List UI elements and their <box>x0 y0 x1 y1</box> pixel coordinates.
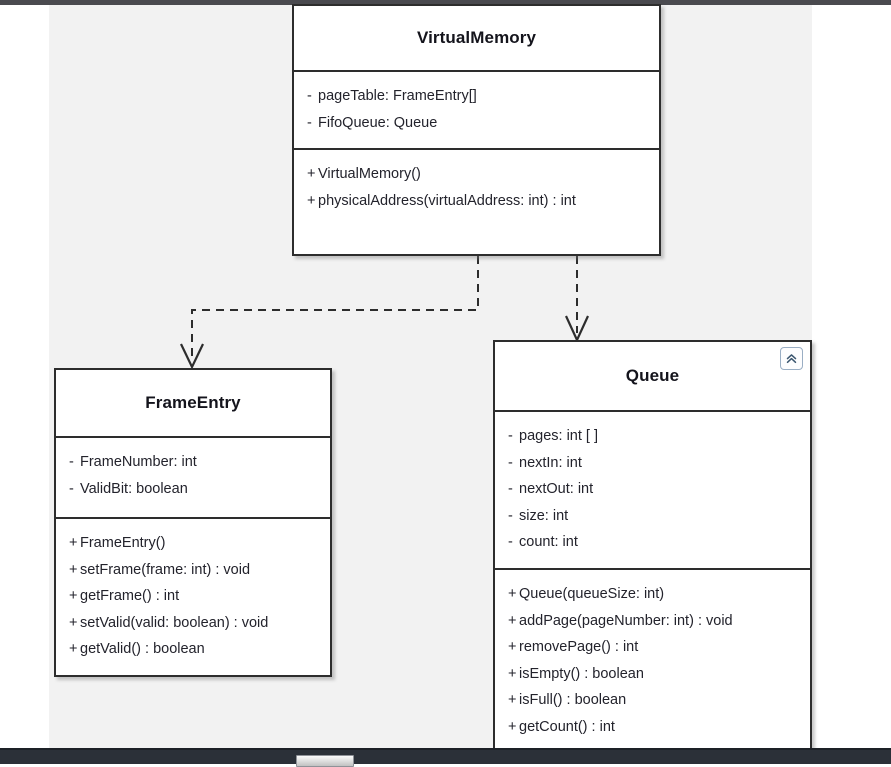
operation-text: addPage(pageNumber: int) : void <box>519 612 733 629</box>
class-box-queue[interactable]: Queue -pages: int [ ] -nextIn: int -next… <box>493 340 812 750</box>
visibility-marker: + <box>508 612 517 629</box>
visibility-marker: + <box>508 718 517 735</box>
attribute-row: -ValidBit: boolean <box>56 476 330 503</box>
visibility-marker: + <box>508 639 517 655</box>
operation-text: VirtualMemory() <box>318 166 421 182</box>
operations-compartment-virtualmemory: +VirtualMemory() +physicalAddress(virtua… <box>294 150 659 222</box>
attribute-text: FifoQueue: Queue <box>318 114 438 131</box>
operation-text: getValid() : boolean <box>80 641 205 657</box>
attribute-text: count: int <box>519 534 578 550</box>
operation-row: +getCount() : int <box>495 714 810 741</box>
operation-row: +addPage(pageNumber: int) : void <box>495 608 810 635</box>
visibility-marker: + <box>508 692 517 708</box>
attribute-text: nextIn: int <box>519 454 582 471</box>
operation-row: +isFull() : boolean <box>495 687 810 714</box>
visibility-marker: - <box>307 114 312 131</box>
attributes-compartment-queue: -pages: int [ ] -nextIn: int -nextOut: i… <box>495 412 810 570</box>
operation-row: +getValid() : boolean <box>56 636 330 663</box>
operation-row: +setValid(valid: boolean) : void <box>56 610 330 637</box>
class-header-virtualmemory: VirtualMemory <box>294 6 659 72</box>
operation-text: removePage() : int <box>519 639 639 655</box>
attributes-compartment-virtualmemory: -pageTable: FrameEntry[] -FifoQueue: Que… <box>294 72 659 150</box>
class-name-frameentry: FrameEntry <box>145 393 241 412</box>
operations-compartment-queue: +Queue(queueSize: int) +addPage(pageNumb… <box>495 570 810 748</box>
attribute-row: -pages: int [ ] <box>495 423 810 450</box>
operation-row: +removePage() : int <box>495 634 810 661</box>
operation-text: setFrame(frame: int) : void <box>80 561 251 578</box>
operation-text: isFull() : boolean <box>519 692 627 708</box>
operation-row: +isEmpty() : boolean <box>495 661 810 688</box>
visibility-marker: - <box>307 88 312 104</box>
operations-compartment-frameentry: +FrameEntry() +setFrame(frame: int) : vo… <box>56 519 330 671</box>
class-header-frameentry: FrameEntry <box>56 370 330 438</box>
operation-row: +physicalAddress(virtualAddress: int) : … <box>294 188 659 215</box>
window-top-border <box>0 0 891 5</box>
attribute-row: -nextIn: int <box>495 450 810 477</box>
visibility-marker: + <box>307 166 316 182</box>
visibility-marker: - <box>508 454 513 471</box>
operation-text: getCount() : int <box>519 718 615 735</box>
operation-text: isEmpty() : boolean <box>519 665 644 682</box>
attribute-row: -nextOut: int <box>495 476 810 503</box>
operation-text: FrameEntry() <box>80 535 166 551</box>
visibility-marker: + <box>69 535 78 551</box>
visibility-marker: + <box>307 192 316 209</box>
visibility-marker: - <box>69 480 74 497</box>
visibility-marker: - <box>508 428 513 444</box>
visibility-marker: + <box>508 665 517 682</box>
horizontal-scrollbar-track[interactable] <box>0 753 891 767</box>
visibility-marker: + <box>69 641 78 657</box>
operation-text: physicalAddress(virtualAddress: int) : i… <box>318 192 576 209</box>
operation-row: +Queue(queueSize: int) <box>495 581 810 608</box>
visibility-marker: + <box>69 588 78 604</box>
attribute-text: nextOut: int <box>519 481 594 497</box>
class-name-virtualmemory: VirtualMemory <box>416 28 537 47</box>
visibility-marker: + <box>508 586 517 602</box>
operation-row: +VirtualMemory() <box>294 161 659 188</box>
class-box-virtualmemory[interactable]: VirtualMemory -pageTable: FrameEntry[] -… <box>292 4 661 256</box>
operation-text: setValid(valid: boolean) : void <box>80 614 269 631</box>
attributes-compartment-frameentry: -FrameNumber: int -ValidBit: boolean <box>56 438 330 519</box>
visibility-marker: - <box>508 534 513 550</box>
operation-row: +getFrame() : int <box>56 583 330 610</box>
class-name-queue: Queue <box>625 366 680 385</box>
window-bottom-chrome <box>0 748 891 767</box>
attribute-text: FrameNumber: int <box>80 454 197 470</box>
operation-row: +FrameEntry() <box>56 530 330 557</box>
class-header-queue: Queue <box>495 342 810 412</box>
operation-text: getFrame() : int <box>80 588 180 604</box>
class-box-frameentry[interactable]: FrameEntry -FrameNumber: int -ValidBit: … <box>54 368 332 677</box>
chevrons-up-icon[interactable] <box>780 347 803 370</box>
attribute-text: pageTable: FrameEntry[] <box>318 88 477 104</box>
attribute-row: -size: int <box>495 503 810 530</box>
attribute-text: pages: int [ ] <box>519 428 598 444</box>
horizontal-scrollbar-thumb[interactable] <box>296 755 354 767</box>
operation-text: Queue(queueSize: int) <box>519 586 665 602</box>
attribute-row: -FifoQueue: Queue <box>294 110 659 137</box>
attribute-row: -pageTable: FrameEntry[] <box>294 83 659 110</box>
attribute-text: ValidBit: boolean <box>80 480 188 497</box>
visibility-marker: - <box>508 507 513 524</box>
attribute-row: -count: int <box>495 529 810 556</box>
visibility-marker: - <box>69 454 74 470</box>
operation-row: +setFrame(frame: int) : void <box>56 557 330 584</box>
visibility-marker: + <box>69 561 78 578</box>
attribute-text: size: int <box>519 507 569 524</box>
visibility-marker: + <box>69 614 78 631</box>
visibility-marker: - <box>508 481 513 497</box>
attribute-row: -FrameNumber: int <box>56 449 330 476</box>
